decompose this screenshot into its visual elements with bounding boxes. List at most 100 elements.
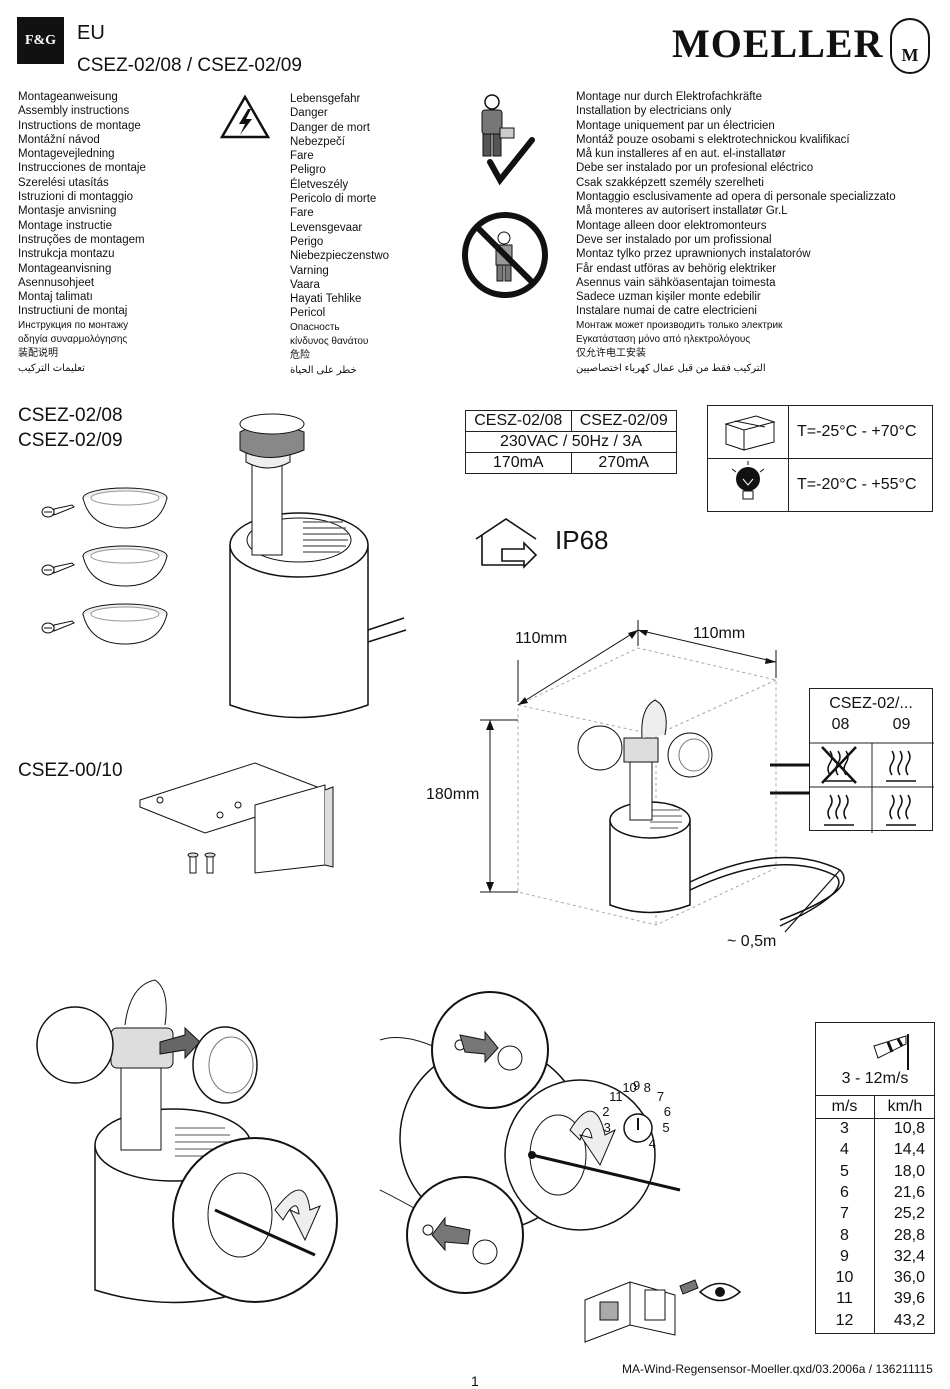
language-line: خطر على الحياة <box>290 364 357 376</box>
language-line: Montagevejledning <box>18 148 115 161</box>
language-line: Istruzioni di montaggio <box>18 191 134 204</box>
speed-kmh: 32,4 <box>893 1247 925 1265</box>
speed-ms: 10 <box>835 1269 854 1287</box>
wind-speed-box <box>815 1022 935 1334</box>
speed-ms: 6 <box>840 1183 849 1201</box>
language-line: κίνδυνος θανάτου <box>290 336 369 348</box>
language-line: Må kun installeres af en aut. el-install… <box>576 148 786 161</box>
language-line: Montage instructie <box>18 219 112 232</box>
mounting-bracket-illustration <box>139 762 334 874</box>
dial-number: 11 <box>609 1088 623 1104</box>
brand-seal-icon: M <box>890 18 930 74</box>
no-diy-icon <box>462 212 548 298</box>
speed-ms: 5 <box>840 1162 849 1180</box>
speed-kmh: 25,2 <box>893 1205 925 1223</box>
language-line: Fare <box>290 207 314 220</box>
language-line: Instruções de montagem <box>18 233 145 246</box>
language-line: Hayati Tehlike <box>290 293 362 306</box>
temperature-table: T=-25°C - +70°C T=-20°C - +55°C <box>707 405 933 512</box>
language-line: 危险 <box>290 350 310 362</box>
spec-current-09: 270mA <box>570 452 677 474</box>
speed-kmh: 43,2 <box>893 1311 925 1329</box>
language-line: Pericolo di morte <box>290 193 377 206</box>
language-line: Instalare numai de catre electricieni <box>576 305 757 318</box>
model-title: CSEZ-02/08 / CSEZ-02/09 <box>77 55 302 76</box>
high-voltage-warning-icon <box>219 94 271 139</box>
speed-ms: 8 <box>840 1226 849 1244</box>
language-line: Instrukcja montazu <box>18 248 115 261</box>
language-line: Montaz tylko przez uprawnionych instalat… <box>576 248 811 261</box>
language-line: Instructiuni de montaj <box>18 305 128 318</box>
speed-kmh: 18,0 <box>893 1162 925 1180</box>
footer-file: MA-Wind-Regensensor-Moeller.qxd/03.2006a… <box>622 1362 933 1376</box>
language-line: Assembly instructions <box>18 105 130 118</box>
col-kmh: km/h <box>887 1098 923 1115</box>
dial-number: 6 <box>663 1103 671 1119</box>
spec-voltage: 230VAC / 50Hz / 3A <box>465 431 677 453</box>
dim-height: 180mm <box>426 786 480 803</box>
language-line: Montaj talimatı <box>18 291 93 304</box>
language-line: التركيب فقط من قبل عمال كهرباء اختصاصيين <box>576 362 766 374</box>
speed-ms: 7 <box>840 1205 849 1223</box>
region-label: EU <box>77 22 105 44</box>
heater-table: CSEZ-02/... 08 09 <box>770 688 934 833</box>
dial-number: 3 <box>603 1119 611 1135</box>
language-line: Lebensgefahr <box>290 93 361 105</box>
language-line: تعليمات التركيب <box>18 362 85 374</box>
language-line: Pericol <box>290 307 326 320</box>
speed-kmh: 36,0 <box>893 1269 925 1287</box>
electrician-ok-icon <box>481 94 535 186</box>
language-line: Varning <box>290 264 329 277</box>
language-line: Peligro <box>290 164 326 177</box>
dial-number: 7 <box>656 1088 665 1104</box>
language-line: Deve ser instalado por um profissional <box>576 233 772 246</box>
language-line: Danger de mort <box>290 121 370 134</box>
language-line: 装配说明 <box>18 348 58 360</box>
speed-kmh: 10,8 <box>893 1120 925 1137</box>
language-line: Nebezpečí <box>290 135 345 148</box>
dimension-box-drawing <box>480 620 845 933</box>
sensitivity-dial-illustration <box>379 991 742 1343</box>
ip-rating: IP68 <box>555 525 609 555</box>
spec-header-08: CESZ-02/08 <box>465 410 572 432</box>
language-line: Csak szakképzett személy szerelheti <box>576 176 764 189</box>
language-line: Montasje anvisning <box>18 205 117 218</box>
language-line: Niebezpieczenstwo <box>290 250 390 263</box>
sensor-housing-illustration <box>229 413 407 719</box>
language-line: οδηγία συναρμολόγησης <box>18 334 128 346</box>
language-line: Montage alleen door elektromonteurs <box>576 219 767 232</box>
screws-and-caps-illustration <box>41 487 168 645</box>
language-line: Fare <box>290 150 314 163</box>
language-line: Montáž pouze osobami s elektrotechnickou… <box>576 133 850 146</box>
language-line: Монтаж может производить только электрик <box>576 319 783 331</box>
page-number: 1 <box>471 1373 479 1389</box>
language-line: Инструкция по монтажу <box>18 319 129 331</box>
parts-label-2: CSEZ-02/09 <box>18 430 123 451</box>
language-line: Montaggio esclusivamente ad opera di per… <box>576 191 896 204</box>
spec-header-09: CSEZ-02/09 <box>570 410 677 432</box>
language-line: 仅允许电工安装 <box>576 348 646 360</box>
heater-col-08: 08 <box>831 716 850 733</box>
dial-number: 5 <box>662 1119 670 1135</box>
speed-ms: 9 <box>840 1247 849 1265</box>
language-line: Perigo <box>290 235 324 248</box>
language-line: Montageanweisung <box>18 91 118 103</box>
dial-number: 8 <box>643 1079 651 1095</box>
speed-kmh: 39,6 <box>893 1290 925 1308</box>
speed-kmh: 14,4 <box>893 1141 925 1159</box>
dial-number: 4 <box>648 1136 656 1152</box>
language-line: Montage uniquement par un électricien <box>576 119 775 132</box>
speed-ms: 4 <box>840 1141 849 1159</box>
language-line: Szerelési utasítás <box>18 176 109 189</box>
dial-number: 10 <box>622 1079 637 1095</box>
speed-ms: 3 <box>840 1120 849 1137</box>
language-line: Montage nur durch Elektrofachkräfte <box>576 91 763 103</box>
bracket-label: CSEZ-00/10 <box>18 760 123 781</box>
speed-ms: 12 <box>835 1311 854 1329</box>
dim-width: 110mm <box>515 630 568 647</box>
operating-temp: T=-20°C - +55°C <box>788 458 933 512</box>
